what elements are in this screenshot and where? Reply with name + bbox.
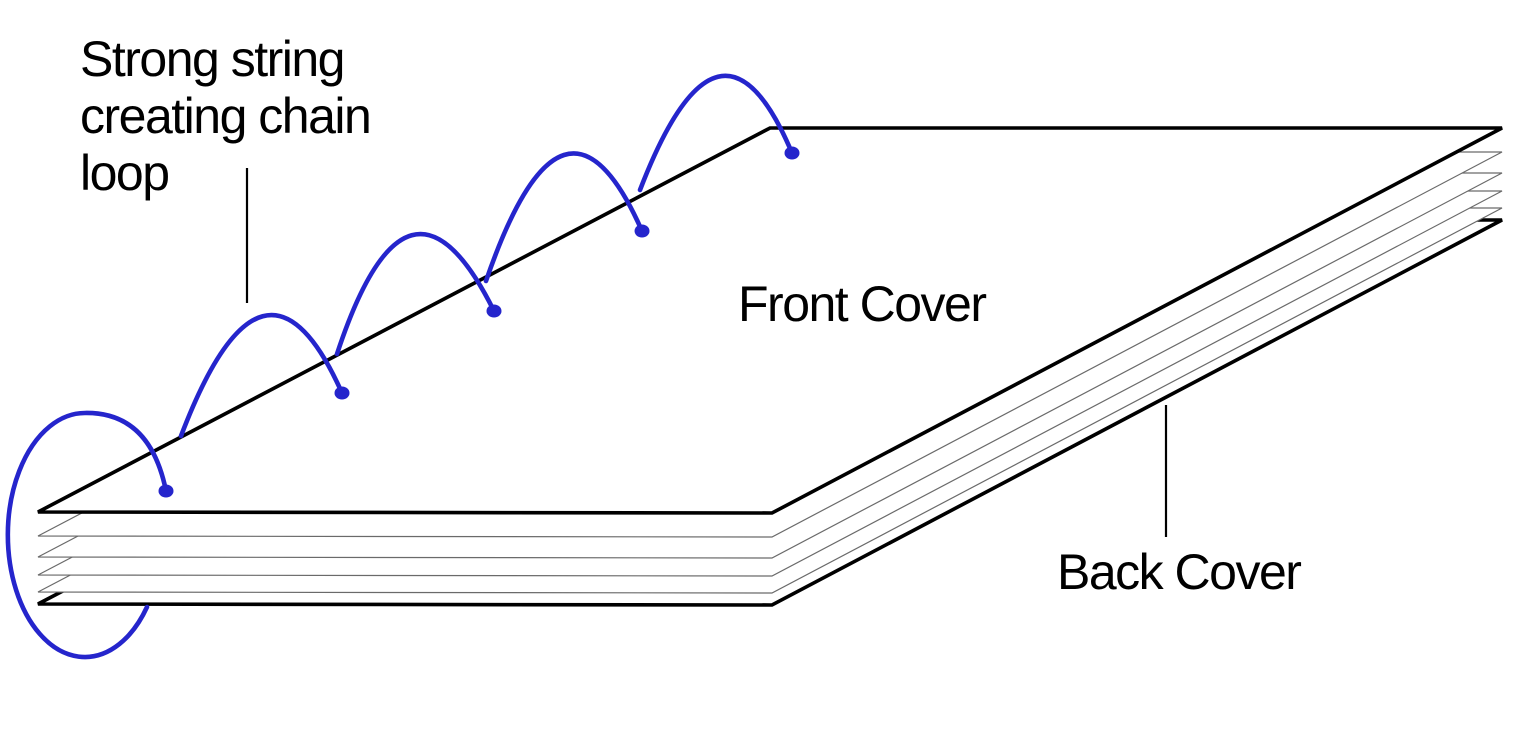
stitch-dot-4 (634, 224, 650, 238)
stitch-dot-2 (334, 386, 350, 400)
back-cover-label: Back Cover (1057, 544, 1302, 600)
string-note-line-3: loop (80, 145, 170, 201)
stitch-dot-3 (486, 304, 502, 318)
chain-arch-2 (334, 231, 497, 357)
stitch-dot-5 (784, 146, 800, 160)
book (37, 126, 1503, 607)
string-note-line-1: Strong string (80, 31, 345, 87)
chain-stitching (5, 73, 800, 660)
stitch-dot-1 (158, 484, 174, 498)
stitch-holes (158, 146, 800, 498)
string-note-line-2: creating chain (80, 88, 372, 144)
string-note-label: Strong string creating chain loop (80, 31, 372, 202)
front-cover-shape (37, 126, 1503, 515)
front-cover-label: Front Cover (738, 276, 987, 332)
chain-arch-3 (483, 151, 645, 284)
chain-arch-1 (178, 313, 345, 439)
chain-arch-4 (637, 73, 795, 193)
chain-end-loop (5, 410, 169, 660)
